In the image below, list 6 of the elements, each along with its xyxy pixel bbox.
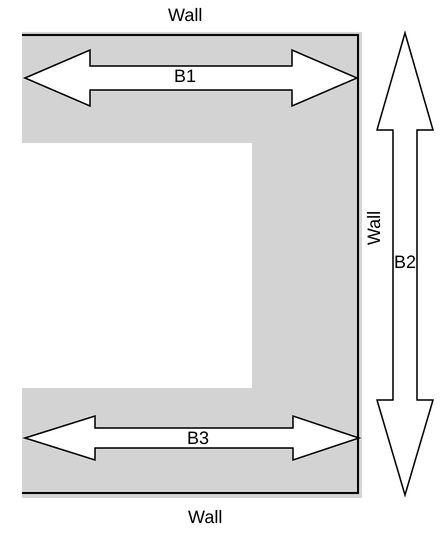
wall-label: Wall <box>168 5 202 25</box>
dimension-label: B2 <box>394 252 416 272</box>
wall-label: Wall <box>188 507 222 527</box>
dimension-label: B3 <box>187 428 210 448</box>
dimension-label: B1 <box>174 66 196 86</box>
wall-label: Wall <box>364 210 384 246</box>
